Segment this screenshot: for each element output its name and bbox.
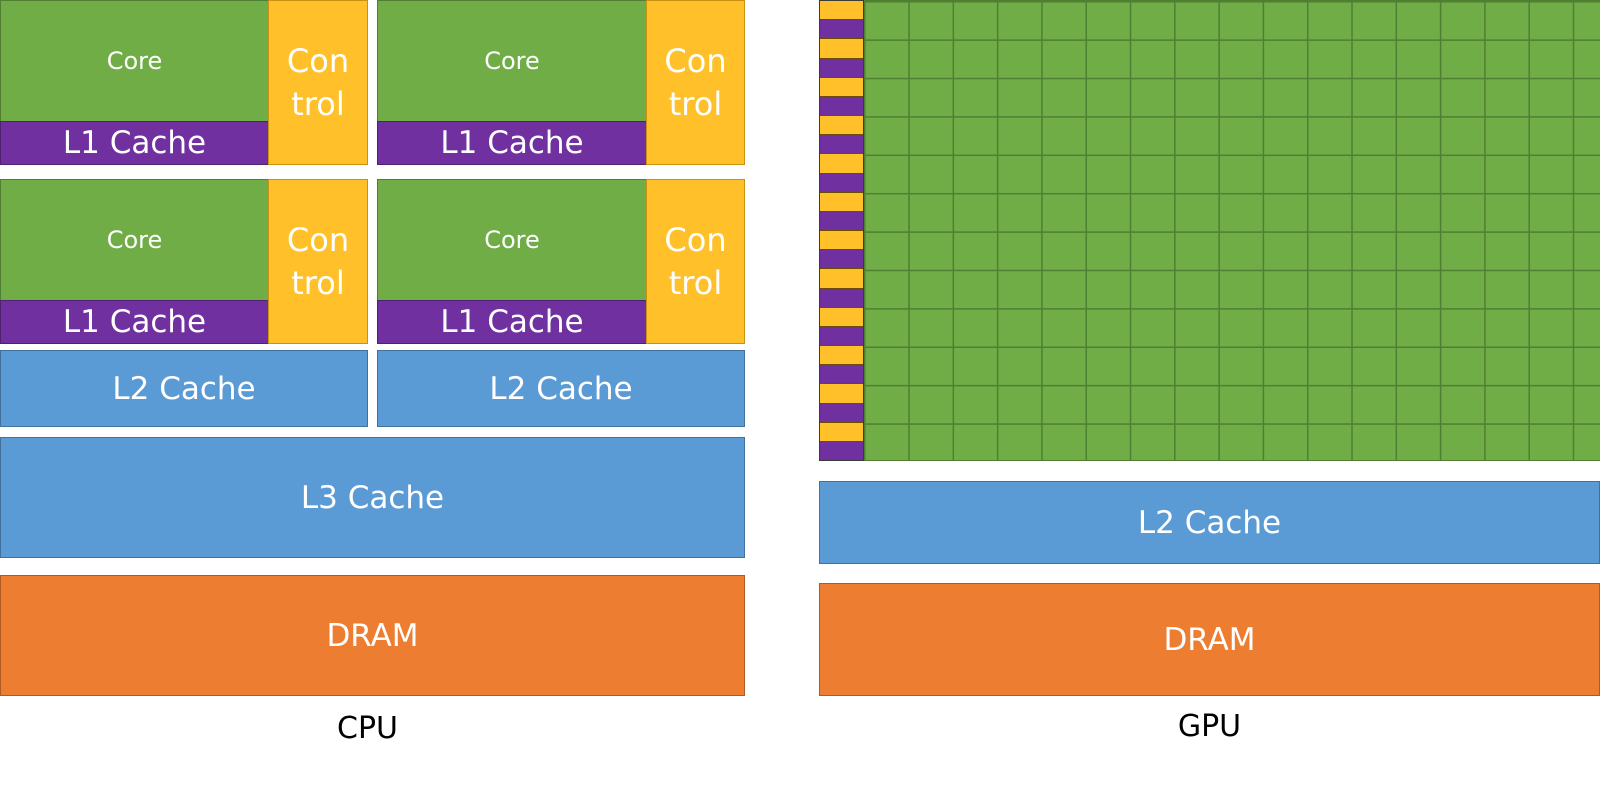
gpu-control-segment bbox=[820, 307, 863, 327]
cpu-dram: DRAM bbox=[0, 575, 745, 696]
gpu-control-segment bbox=[820, 77, 863, 97]
gpu-l1-cache-segment bbox=[820, 135, 863, 155]
cpu-l3-cache: L3 Cache bbox=[0, 437, 745, 558]
gpu-control-segment bbox=[820, 269, 863, 289]
gpu-control-segment bbox=[820, 422, 863, 442]
gpu-l1-cache-segment bbox=[820, 211, 863, 232]
gpu-control-cache-strip bbox=[819, 0, 864, 461]
gpu-dram: DRAM bbox=[819, 583, 1600, 696]
gpu-control-segment bbox=[820, 384, 863, 404]
gpu-l1-cache-segment bbox=[820, 441, 863, 461]
cpu-label: CPU bbox=[337, 711, 398, 746]
cpu-control-4: Con trol bbox=[646, 179, 745, 344]
gpu-l1-cache-segment bbox=[820, 250, 863, 270]
gpu-control-segment bbox=[820, 1, 863, 21]
cpu-l2-cache-left: L2 Cache bbox=[0, 350, 368, 427]
cpu-control-2: Con trol bbox=[646, 0, 745, 165]
gpu-core-grid bbox=[864, 0, 1600, 461]
cpu-l1-cache-1: L1 Cache bbox=[0, 121, 269, 165]
gpu-l1-cache-segment bbox=[820, 20, 863, 40]
gpu-l1-cache-segment bbox=[820, 288, 863, 308]
cpu-control-1: Con trol bbox=[268, 0, 368, 165]
cpu-l1-cache-3: L1 Cache bbox=[0, 300, 269, 344]
gpu-l2-cache: L2 Cache bbox=[819, 481, 1600, 564]
cpu-core-4: Core bbox=[377, 179, 647, 301]
gpu-control-segment bbox=[820, 39, 863, 59]
gpu-l1-cache-segment bbox=[820, 326, 863, 347]
gpu-l1-cache-segment bbox=[820, 58, 863, 78]
gpu-control-segment bbox=[820, 154, 863, 174]
gpu-label: GPU bbox=[1177, 709, 1242, 744]
cpu-core-2: Core bbox=[377, 0, 647, 122]
cpu-control-3: Con trol bbox=[268, 179, 368, 344]
gpu-control-segment bbox=[820, 231, 863, 251]
cpu-l2-cache-right: L2 Cache bbox=[377, 350, 745, 427]
cpu-l1-cache-4: L1 Cache bbox=[377, 300, 647, 344]
cpu-core-3: Core bbox=[0, 179, 269, 301]
gpu-control-segment bbox=[820, 192, 863, 212]
gpu-control-segment bbox=[820, 346, 863, 366]
gpu-control-segment bbox=[820, 116, 863, 136]
gpu-l1-cache-segment bbox=[820, 403, 863, 423]
cpu-l1-cache-2: L1 Cache bbox=[377, 121, 647, 165]
cpu-core-1: Core bbox=[0, 0, 269, 122]
gpu-l1-cache-segment bbox=[820, 96, 863, 117]
gpu-l1-cache-segment bbox=[820, 173, 863, 193]
gpu-l1-cache-segment bbox=[820, 365, 863, 385]
